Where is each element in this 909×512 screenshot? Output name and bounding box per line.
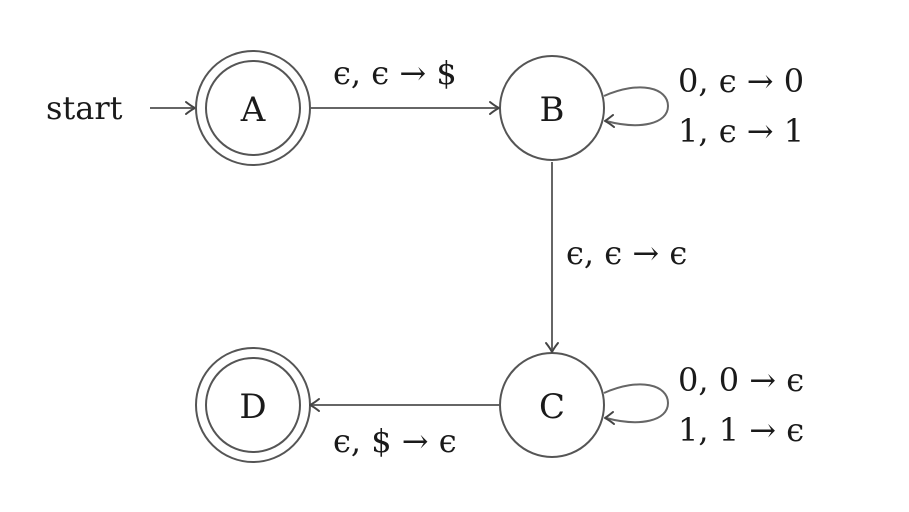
state-c[interactable]: C xyxy=(499,352,605,458)
edge-b-loop-arrowhead xyxy=(604,114,615,128)
edge-a-b-label: ϵ, ϵ → $ xyxy=(333,54,457,92)
state-d-label: D xyxy=(239,387,266,427)
state-a[interactable]: A xyxy=(195,50,311,166)
state-b[interactable]: B xyxy=(499,55,605,161)
transition-c-to-d[interactable]: ϵ, $ → ϵ xyxy=(309,398,499,460)
edge-b-loop-label-2: 1, ϵ → 1 xyxy=(678,112,804,150)
state-d[interactable]: D xyxy=(195,347,311,463)
start-label: start xyxy=(46,89,123,127)
edge-b-c-arrowhead xyxy=(545,342,559,353)
edge-c-loop-line xyxy=(603,383,670,424)
state-c-label: C xyxy=(539,387,565,427)
state-a-inner-ring xyxy=(205,60,301,156)
edge-b-c-label: ϵ, ϵ → ϵ xyxy=(566,234,687,272)
edge-b-loop-label-1: 0, ϵ → 0 xyxy=(678,62,804,100)
state-d-inner-ring xyxy=(205,357,301,453)
edge-c-d-label: ϵ, $ → ϵ xyxy=(333,422,457,460)
edge-c-loop-label-1: 0, 0 → ϵ xyxy=(678,361,804,399)
edge-c-loop-arrowhead xyxy=(604,411,615,425)
transition-b-to-c[interactable]: ϵ, ϵ → ϵ xyxy=(545,162,687,353)
state-a-label: A xyxy=(240,90,266,130)
state-b-label: B xyxy=(540,90,565,130)
edge-c-loop-label-2: 1, 1 → ϵ xyxy=(678,411,804,449)
transition-c-loop[interactable]: 0, 0 → ϵ 1, 1 → ϵ xyxy=(603,361,804,449)
start-arrow xyxy=(150,101,196,115)
transition-a-to-b[interactable]: ϵ, ϵ → $ xyxy=(311,54,500,115)
edge-b-loop-line xyxy=(603,86,670,127)
edge-c-d-arrowhead xyxy=(309,398,320,412)
edge-a-b-arrowhead xyxy=(489,101,500,115)
transition-b-loop[interactable]: 0, ϵ → 0 1, ϵ → 1 xyxy=(603,62,804,150)
